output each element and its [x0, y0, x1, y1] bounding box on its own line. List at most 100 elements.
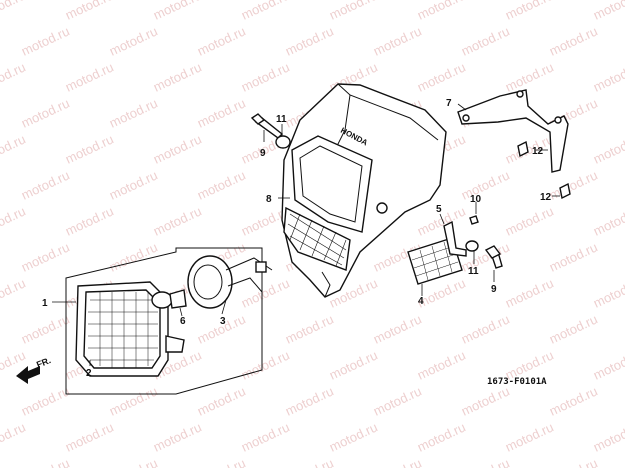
watermark-text: motod.ru	[151, 0, 204, 23]
watermark-text: motod.ru	[195, 95, 248, 130]
watermark-text: motod.ru	[547, 239, 600, 274]
watermark-text: motod.ru	[107, 383, 160, 418]
watermark-text: motod.ru	[239, 275, 292, 310]
callout-4: 4	[418, 296, 424, 307]
watermark-text: motod.ru	[0, 275, 28, 310]
watermark-text: motod.ru	[151, 203, 204, 238]
callout-11b: 11	[468, 266, 479, 277]
callout-9a: 9	[260, 148, 266, 159]
watermark-text: motod.ru	[63, 419, 116, 454]
watermark-text: motod.ru	[107, 455, 160, 468]
washer-right	[465, 240, 479, 252]
watermark-text: motod.ru	[19, 167, 72, 202]
watermark-text: motod.ru	[459, 455, 512, 468]
watermark-text: motod.ru	[547, 23, 600, 58]
watermark-text: motod.ru	[0, 419, 28, 454]
callout-1: 1	[42, 298, 48, 309]
callout-10: 10	[470, 194, 482, 205]
watermark-text: motod.ru	[151, 419, 204, 454]
watermark-text: motod.ru	[195, 23, 248, 58]
callout-3: 3	[220, 316, 226, 327]
watermark-text: motod.ru	[503, 0, 556, 23]
watermark-text: motod.ru	[459, 311, 512, 346]
watermark-text: motod.ru	[0, 59, 28, 94]
watermark-text: motod.ru	[503, 275, 556, 310]
watermark-text: motod.ru	[151, 59, 204, 94]
front-marker: FR.	[35, 355, 52, 370]
watermark-text: motod.ru	[327, 347, 380, 382]
watermark-text: motod.ru	[547, 167, 600, 202]
watermark-text: motod.ru	[547, 455, 600, 468]
watermark-text: motod.ru	[19, 311, 72, 346]
watermark-text: motod.ru	[591, 203, 625, 238]
leader-lines	[52, 103, 560, 366]
watermark-text: motod.ru	[195, 383, 248, 418]
watermark-text: motod.ru	[459, 23, 512, 58]
callout-6: 6	[180, 316, 186, 327]
watermark-text: motod.ru	[327, 419, 380, 454]
watermark-text: motod.ru	[19, 455, 72, 468]
bulb	[151, 289, 187, 309]
nut-right	[469, 215, 479, 225]
watermark-text: motod.ru	[283, 455, 336, 468]
watermark-text: motod.ru	[0, 203, 28, 238]
watermark-text: motod.ru	[195, 167, 248, 202]
watermark-text: motod.ru	[283, 23, 336, 58]
callout-8: 8	[266, 194, 272, 205]
watermark-text: motod.ru	[107, 95, 160, 130]
watermark-text: motod.ru	[63, 59, 116, 94]
watermark-text: motod.ru	[415, 347, 468, 382]
watermark-text: motod.ru	[107, 23, 160, 58]
small-bolt-upper	[517, 140, 529, 158]
watermark-text: motod.ru	[239, 0, 292, 23]
headlight-cowl	[281, 83, 447, 298]
watermark-text: motod.ru	[63, 131, 116, 166]
watermark-text: motod.ru	[239, 59, 292, 94]
watermark-text: motod.ru	[283, 383, 336, 418]
bulb-socket	[187, 255, 273, 309]
watermark-text: motod.ru	[591, 275, 625, 310]
callout-11a: 11	[276, 114, 287, 125]
watermark-text: motod.ru	[415, 59, 468, 94]
bolt-right	[484, 245, 503, 269]
callout-7: 7	[446, 98, 452, 109]
watermark-text: motod.ru	[107, 167, 160, 202]
watermark-text: motod.ru	[327, 0, 380, 23]
watermark-text: motod.ru	[371, 383, 424, 418]
watermark-text: motod.ru	[63, 203, 116, 238]
watermark-text: motod.ru	[283, 311, 336, 346]
watermark-text: motod.ru	[591, 59, 625, 94]
watermark-text: motod.ru	[503, 59, 556, 94]
watermark-text: motod.ru	[0, 131, 28, 166]
headlight-group-outline	[65, 247, 263, 395]
drawing-code: 1673-F0101A	[487, 377, 547, 387]
watermark-text: motod.ru	[415, 0, 468, 23]
headlight-unit	[75, 281, 185, 377]
watermark-text: motod.ru	[459, 383, 512, 418]
watermark-text: motod.ru	[371, 455, 424, 468]
watermark-text: motod.ru	[19, 239, 72, 274]
watermark-text: motod.ru	[547, 383, 600, 418]
watermark-text: motod.ru	[0, 0, 28, 23]
watermark-text: motod.ru	[503, 419, 556, 454]
watermark-text: motod.ru	[591, 131, 625, 166]
watermark-text: motod.ru	[591, 419, 625, 454]
watermark-text: motod.ru	[459, 167, 512, 202]
watermark-text: motod.ru	[195, 455, 248, 468]
watermark-text: motod.ru	[371, 23, 424, 58]
watermark-text: motod.ru	[19, 23, 72, 58]
watermark-text: motod.ru	[19, 383, 72, 418]
watermark-text: motod.ru	[415, 419, 468, 454]
watermark-text: motod.ru	[503, 203, 556, 238]
callout-12b: 12	[540, 192, 552, 203]
watermark-text: motod.ru	[591, 347, 625, 382]
washer-left	[275, 135, 291, 149]
small-bolt-lower	[559, 182, 571, 200]
watermark-text: motod.ru	[151, 131, 204, 166]
watermark-text: motod.ru	[107, 239, 160, 274]
callout-2: 2	[86, 368, 92, 379]
watermark-text: motod.ru	[239, 347, 292, 382]
watermark-text: motod.ru	[63, 0, 116, 23]
watermark-text: motod.ru	[503, 131, 556, 166]
